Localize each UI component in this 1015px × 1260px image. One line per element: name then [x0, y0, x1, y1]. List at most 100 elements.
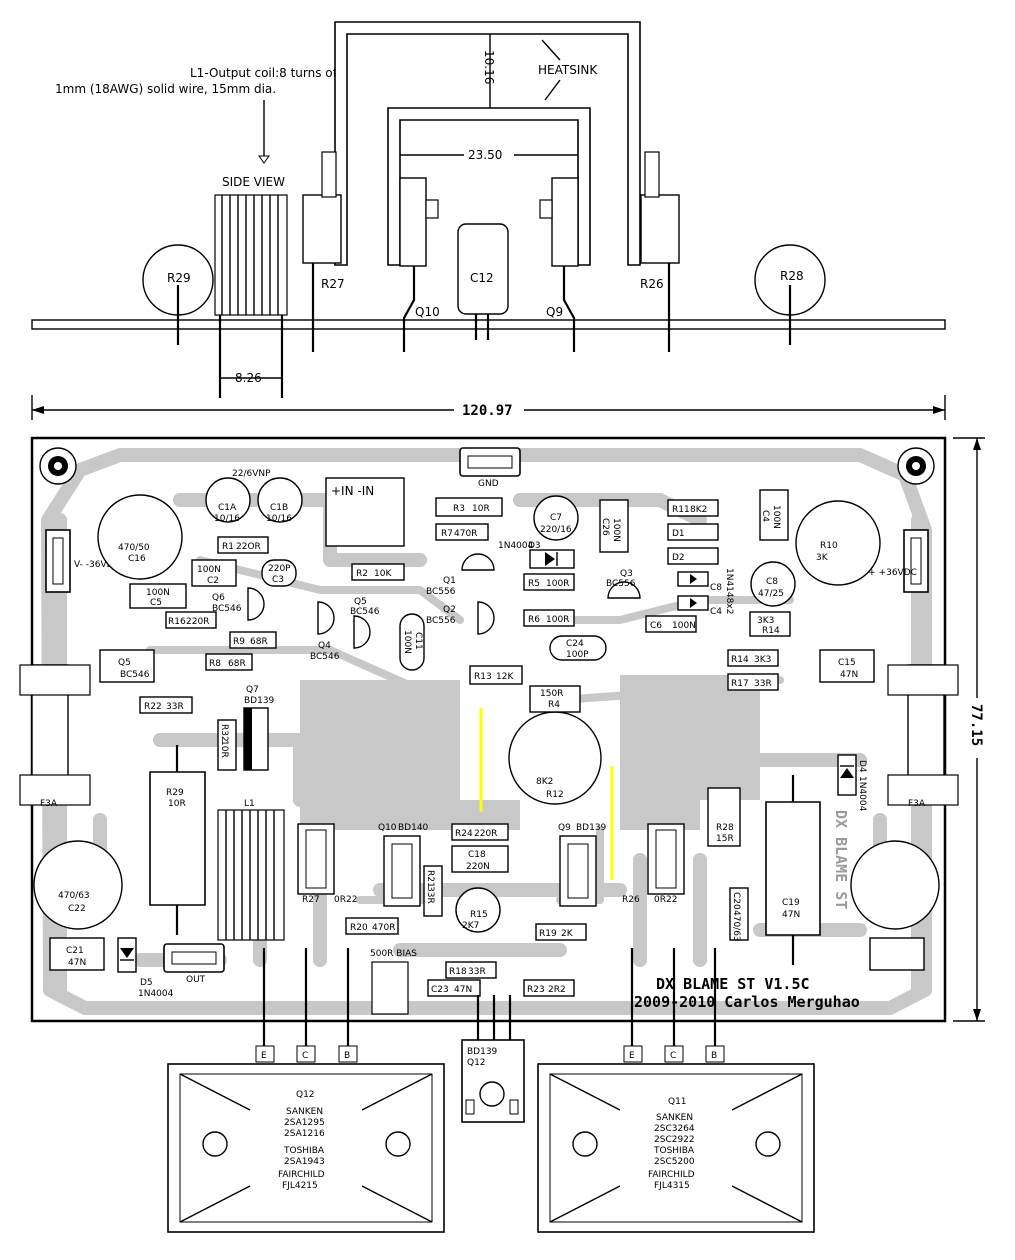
svg-text:2SC3264: 2SC3264: [654, 1124, 695, 1134]
mount-hole-right: [897, 447, 935, 485]
svg-text:BC546: BC546: [310, 652, 340, 662]
res-r10: C6 100N: [645, 615, 697, 633]
svg-text:C5: C5: [150, 598, 162, 608]
svg-text:15R: 15R: [716, 834, 734, 844]
q11-ref: Q11: [668, 1097, 687, 1107]
dim-board-width-arrow-l: [32, 406, 44, 414]
side-part-r29: R29: [167, 271, 191, 285]
svg-text:BC556: BC556: [606, 579, 636, 589]
svg-text:R23: R23: [527, 985, 545, 995]
dim-board-height-bg: [967, 698, 987, 758]
svg-text:150R: 150R: [540, 689, 563, 699]
svg-text:C24: C24: [566, 639, 584, 649]
svg-text:10R: 10R: [168, 799, 186, 809]
svg-text:FAIRCHILD: FAIRCHILD: [648, 1170, 695, 1180]
svg-text:C21: C21: [66, 946, 84, 956]
svg-text:10/16: 10/16: [266, 514, 292, 524]
coil-l1: L1: [217, 799, 285, 941]
svg-text:2K: 2K: [561, 929, 574, 939]
svg-text:500R BIAS: 500R BIAS: [370, 949, 417, 959]
svg-text:1N4004: 1N4004: [857, 776, 867, 812]
cap-c19: [869, 937, 925, 971]
dim-board-height: 77.15: [968, 704, 984, 746]
svg-text:10/16: 10/16: [214, 514, 240, 524]
heatsink-label: HEATSINK: [538, 63, 598, 77]
svg-text:100N: 100N: [672, 621, 696, 631]
q10-side: [399, 177, 427, 267]
svg-text:R7: R7: [441, 529, 453, 539]
q10-screw: [425, 199, 439, 219]
board-title-line2: 2009-2010 Carlos Merguhao: [634, 993, 860, 1011]
svg-text:L1: L1: [244, 799, 255, 809]
q11-mount-hole-left: [572, 1131, 598, 1157]
svg-text:C4: C4: [710, 607, 722, 617]
svg-text:R5: R5: [528, 579, 540, 589]
svg-text:33R: 33R: [754, 679, 772, 689]
side-part-r27: R27: [321, 277, 345, 291]
svg-text:C20: C20: [731, 892, 741, 910]
svg-text:Q4: Q4: [318, 641, 331, 651]
dim-board-height-arrow-t: [973, 438, 981, 450]
dim-board-width: 120.97: [462, 403, 513, 419]
svg-text:220/16: 220/16: [540, 525, 572, 535]
svg-text:R3: R3: [453, 504, 465, 514]
svg-text:C1A: C1A: [218, 503, 237, 513]
svg-text:C6: C6: [650, 621, 662, 631]
svg-text:C26: C26: [600, 518, 610, 536]
cap-note: 22/6VNP: [232, 469, 271, 479]
svg-text:R26: R26: [622, 895, 640, 905]
out-connector-slot: [171, 951, 217, 965]
side-part-q10: Q10: [415, 305, 440, 319]
svg-text:R17: R17: [731, 679, 749, 689]
svg-text:3K: 3K: [816, 553, 829, 563]
svg-text:R20: R20: [350, 923, 368, 933]
svg-text:8K2: 8K2: [690, 505, 707, 515]
svg-text:C11: C11: [413, 632, 423, 650]
gnd-label: GND: [478, 479, 499, 489]
svg-text:Q5: Q5: [118, 658, 131, 668]
svg-text:Q9: Q9: [558, 823, 571, 833]
q12-ref: Q12: [296, 1090, 315, 1100]
svg-text:2SA1216: 2SA1216: [284, 1129, 325, 1139]
res-r28: C19 47N: [765, 775, 821, 965]
svg-text:D3: D3: [528, 541, 541, 551]
svg-text:SANKEN: SANKEN: [656, 1113, 693, 1123]
svg-text:470/63: 470/63: [731, 910, 741, 942]
svg-text:R2: R2: [356, 569, 368, 579]
svg-text:BD140: BD140: [398, 823, 429, 833]
cap-c22: 470/63 C22: [33, 840, 123, 930]
res-r29: R29 10R: [149, 745, 206, 935]
cap-c14: R10 3K: [795, 500, 881, 586]
svg-text:8K2: 8K2: [536, 777, 553, 787]
svg-text:R32: R32: [219, 724, 229, 742]
svg-text:2SC5200: 2SC5200: [654, 1157, 695, 1167]
side-part-r26: R26: [640, 277, 664, 291]
svg-text:2SC2922: 2SC2922: [654, 1135, 695, 1145]
svg-text:68R: 68R: [228, 659, 246, 669]
cap-c1b: C1B 10/16: [257, 477, 303, 524]
heatsink-outer: [334, 21, 641, 266]
svg-text:TOSHIBA: TOSHIBA: [283, 1146, 325, 1156]
svg-text:0R22: 0R22: [334, 895, 357, 905]
svg-text:E: E: [629, 1051, 635, 1061]
svg-text:B: B: [711, 1051, 717, 1061]
svg-text:BD139: BD139: [576, 823, 607, 833]
q12-pin-c: [296, 1045, 316, 1063]
svg-text:R18: R18: [449, 967, 467, 977]
